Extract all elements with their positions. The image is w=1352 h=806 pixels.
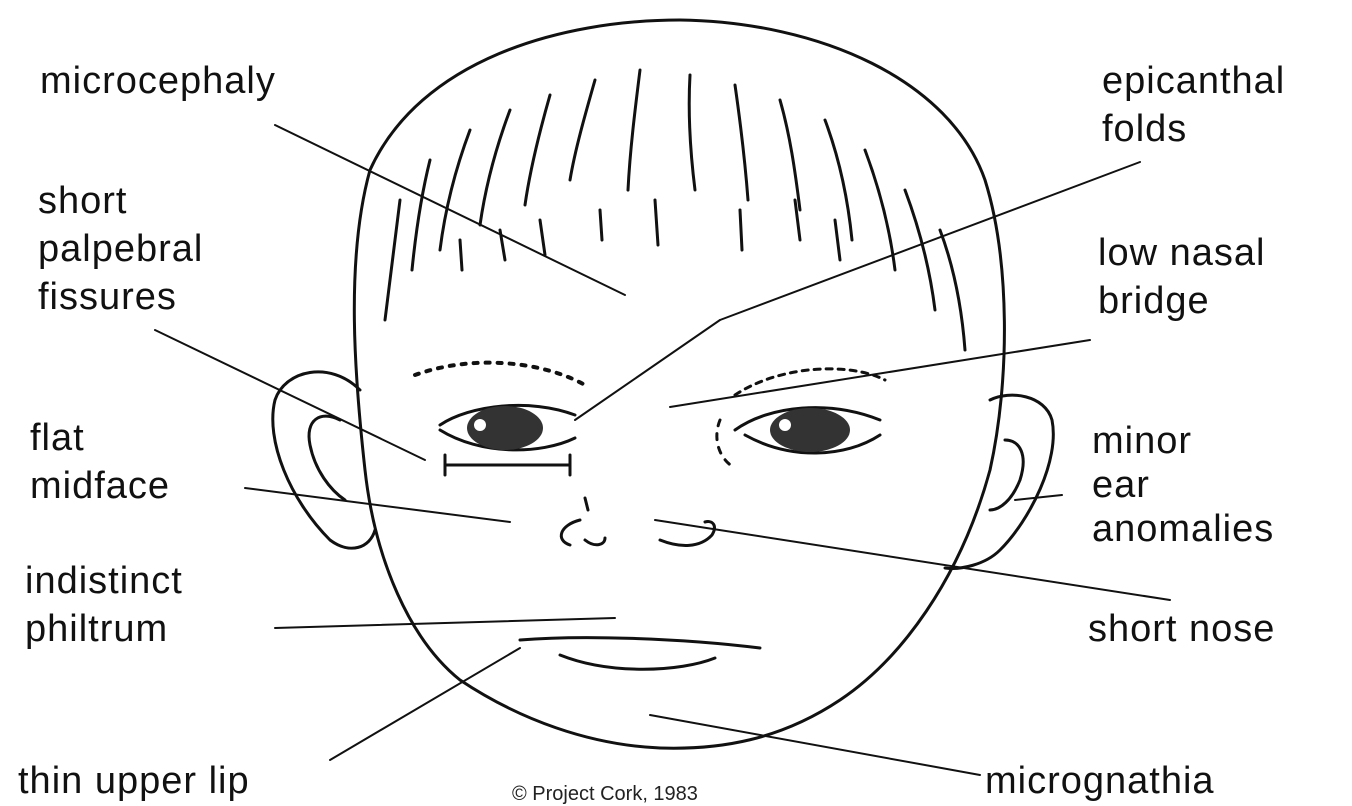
label-minor-ear-2: ear bbox=[1092, 462, 1150, 508]
label-indistinct-philtrum-1: indistinct bbox=[25, 558, 183, 604]
label-minor-ear-1: minor bbox=[1092, 418, 1192, 464]
lower-lip bbox=[560, 655, 715, 669]
upper-lip bbox=[520, 638, 760, 648]
copyright-notice: © Project Cork, 1983 bbox=[512, 782, 698, 806]
leader-lines bbox=[155, 125, 1170, 775]
label-short-nose: short nose bbox=[1088, 606, 1275, 652]
label-low-nasal-2: bridge bbox=[1098, 278, 1210, 324]
label-minor-ear-3: anomalies bbox=[1092, 506, 1274, 552]
label-low-nasal-1: low nasal bbox=[1098, 230, 1265, 276]
label-epicanthal-2: folds bbox=[1102, 106, 1187, 152]
right-brow bbox=[735, 369, 885, 395]
label-epicanthal-1: epicanthal bbox=[1102, 58, 1285, 104]
left-ear-inner bbox=[309, 416, 345, 500]
fissure-bracket bbox=[445, 455, 570, 475]
label-indistinct-philtrum-2: philtrum bbox=[25, 606, 168, 652]
head-outline bbox=[354, 20, 1004, 748]
label-short-palpebral-1: short bbox=[38, 178, 127, 224]
label-micrognathia: micrognathia bbox=[985, 758, 1215, 804]
hair-strokes bbox=[385, 70, 965, 350]
label-flat-midface-1: flat bbox=[30, 415, 85, 461]
label-short-palpebral-3: fissures bbox=[38, 274, 177, 320]
label-short-palpebral-2: palpebral bbox=[38, 226, 203, 272]
left-brow bbox=[415, 363, 585, 385]
label-flat-midface-2: midface bbox=[30, 463, 170, 509]
nose-left bbox=[561, 520, 605, 545]
label-thin-upper-lip: thin upper lip bbox=[18, 758, 250, 804]
left-ear bbox=[273, 372, 375, 548]
label-microcephaly: microcephaly bbox=[40, 58, 276, 104]
